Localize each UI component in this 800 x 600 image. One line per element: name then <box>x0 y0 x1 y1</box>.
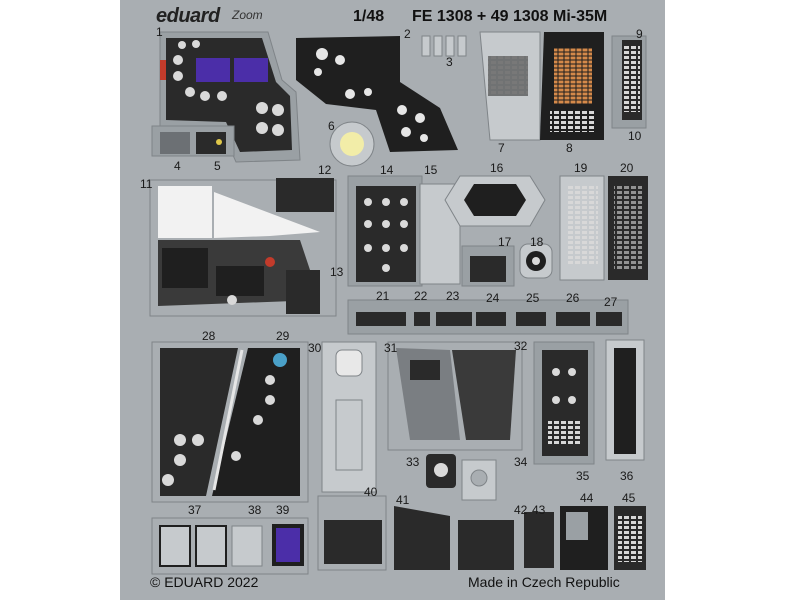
parts-40-45 <box>317 495 646 571</box>
part-9-10 <box>611 35 647 129</box>
copyright-text: © EDUARD 2022 <box>150 574 259 590</box>
product-code: FE 1308 + 49 1308 Mi-35M <box>412 8 608 25</box>
part-3-strips <box>421 35 467 57</box>
part-6-disc <box>329 121 375 167</box>
part-number: 43 <box>532 503 546 517</box>
part-number: 40 <box>364 485 378 499</box>
part-number: 9 <box>636 27 643 41</box>
parts-37-39 <box>151 517 309 575</box>
part-number: 34 <box>514 455 528 469</box>
part-number: 4 <box>174 159 181 173</box>
part-number: 17 <box>498 235 512 249</box>
part-number: 32 <box>514 339 528 353</box>
part-number: 35 <box>576 469 590 483</box>
origin-text: Made in Czech Republic <box>468 574 620 590</box>
scale-label: 1/48 <box>353 8 385 25</box>
part-number: 27 <box>604 295 618 309</box>
part-14-console <box>347 175 423 287</box>
part-18 <box>519 243 553 279</box>
part-number: 11 <box>140 177 153 191</box>
part-16 <box>444 175 546 227</box>
part-number: 14 <box>380 163 394 177</box>
part-number: 18 <box>530 235 544 249</box>
part-number: 8 <box>566 141 573 155</box>
part-number: 13 <box>330 265 344 279</box>
part-number: 21 <box>376 289 390 303</box>
part-number: 38 <box>248 503 262 517</box>
part-33-34 <box>426 454 497 501</box>
part-number: 20 <box>620 161 634 175</box>
part-7 <box>479 31 541 141</box>
part-number: 30 <box>308 341 322 355</box>
part-number: 5 <box>214 159 221 173</box>
part-36 <box>605 339 645 461</box>
part-number: 33 <box>406 455 420 469</box>
part-number: 16 <box>490 161 504 175</box>
part-number: 45 <box>622 491 636 505</box>
part-number: 6 <box>328 119 335 133</box>
part-number: 31 <box>384 341 398 355</box>
part-number: 24 <box>486 291 500 305</box>
part-number: 10 <box>628 129 642 143</box>
part-number: 12 <box>318 163 332 177</box>
part-number: 2 <box>404 27 411 41</box>
part-number: 25 <box>526 291 540 305</box>
part-number: 44 <box>580 491 594 505</box>
part-31-32 <box>387 341 523 451</box>
part-number: 22 <box>414 289 428 303</box>
part-number: 26 <box>566 291 580 305</box>
part-number: 28 <box>202 329 216 343</box>
part-number: 15 <box>424 163 438 177</box>
part-28-29 <box>151 341 309 503</box>
part-number: 29 <box>276 329 290 343</box>
part-number: 19 <box>574 161 588 175</box>
brand-logo: eduard <box>156 5 220 27</box>
part-number: 3 <box>446 55 453 69</box>
part-30 <box>321 341 377 493</box>
parts-21-27-strip <box>347 299 629 335</box>
part-17 <box>461 245 515 287</box>
brand-script: Zoom <box>232 8 263 22</box>
part-number: 23 <box>446 289 460 303</box>
part-number: 36 <box>620 469 634 483</box>
part-19-20 <box>559 175 648 281</box>
part-number: 7 <box>498 141 505 155</box>
part-4-5 <box>151 125 235 157</box>
part-number: 1 <box>156 25 163 39</box>
part-35 <box>533 341 595 465</box>
part-number: 41 <box>396 493 410 507</box>
part-12-13 <box>276 178 334 314</box>
part-number: 37 <box>188 503 202 517</box>
part-2-panel <box>296 36 458 152</box>
part-8 <box>540 32 604 140</box>
part-number: 39 <box>276 503 290 517</box>
part-number: 42 <box>514 503 528 517</box>
